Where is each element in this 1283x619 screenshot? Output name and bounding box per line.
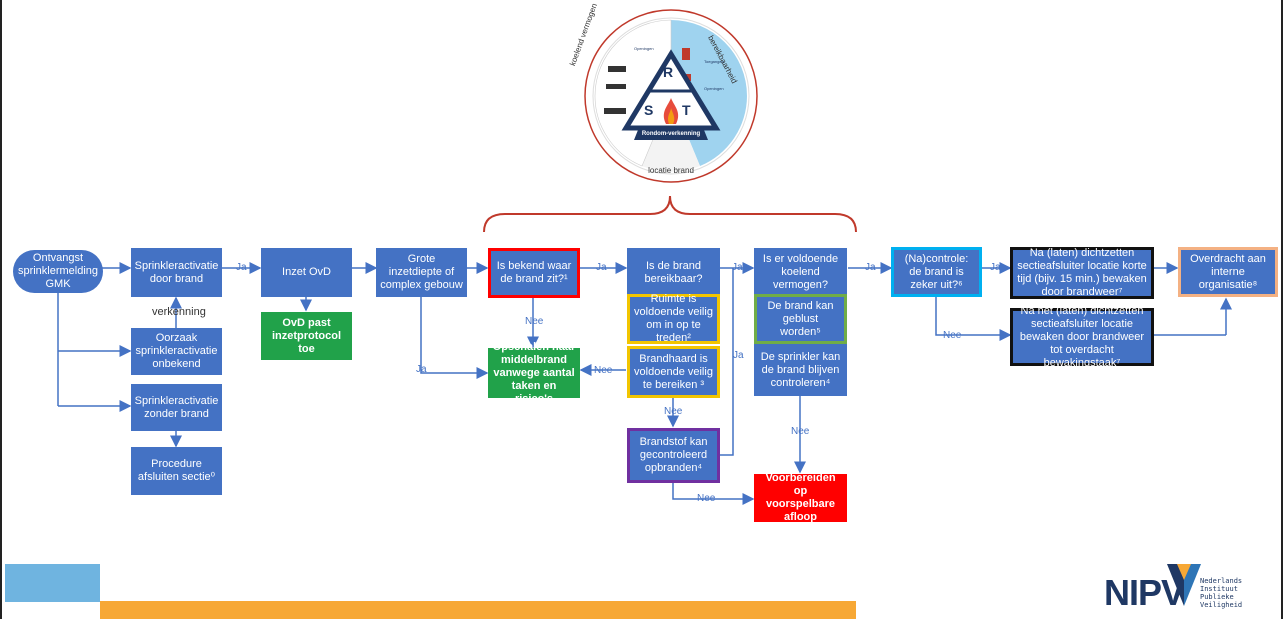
node-zonder-brand: Sprinkleractivatie zonder brand [131,384,222,431]
node-start: Ontvangst sprinklermelding GMK [13,250,103,293]
rst-banner: Rondom-verkenning [641,131,701,137]
logo-sub-2: Instituut [1200,585,1238,593]
node-brandstof: Brandstof kan gecontroleerd opbranden⁴ [627,428,720,483]
label-nee-5: Nee [791,426,810,437]
node-bekend-waar: Is bekend waar de brand zit?¹ [488,248,580,298]
rst-circle-illustration [584,9,758,183]
rst-panel-openingen-right: Openingen [704,86,724,91]
label-verkenning: verkenning [152,306,206,318]
node-ruimte-veilig: Ruimte is voldoende veilig om in op te t… [627,293,720,344]
label-nee-4: Nee [697,493,716,504]
label-ja-7: Ja [733,350,744,361]
frame-right-border [1281,0,1283,619]
label-ja-1: Ja [236,262,247,273]
node-korte-tijd: Na (laten) dichtzetten sectieafsluiter l… [1010,247,1154,299]
footer-blue-bar [5,564,100,602]
rst-ring-bottom: locatie brand [648,166,694,175]
label-ja-2: Ja [596,262,607,273]
label-nee-3: Nee [664,406,683,417]
label-ja-4: Ja [865,262,876,273]
node-nacontrole: (Na)controle: de brand is zeker uit?⁶ [891,247,982,297]
rst-letter-s: S [644,102,654,118]
node-opschalen: Opschalen naar middelbrand vanwege aanta… [488,341,580,405]
node-grote-inzet: Grote inzetdiepte of complex gebouw [376,248,467,297]
label-nee-6: Nee [943,330,962,341]
logo-sub-4: Veiligheid [1200,601,1243,609]
node-sprinkler-controle: De sprinkler kan de brand blijven contro… [754,344,847,396]
logo-v-mark [1167,564,1201,606]
node-geblust: De brand kan geblust worden⁵ [754,294,847,344]
node-brand-bereikbaar: Is de brand bereikbaar? [627,248,720,297]
label-nee-2: Nee [594,365,613,376]
node-overdracht-bewaking: Na het (laten) dichtzetten sectieafsluit… [1010,305,1154,369]
label-ja-6: Ja [416,364,427,375]
node-ovd-protocol: OvD past inzetprotocol toe [261,312,352,360]
node-koelend: Is er voldoende koelend vermogen? [754,248,847,297]
node-procedure: Procedure afsluiten sectie⁰ [131,447,222,495]
label-nee-1: Nee [525,316,544,327]
logo-sub-1: Nederlands [1200,577,1243,585]
footer-orange-bar [100,601,856,619]
node-overdracht-intern: Overdracht aan interne organisatie⁸ [1178,247,1278,297]
rst-panel-toegangen: Toegangen [704,59,724,64]
rst-panel-openingen-left: Openingen [634,46,654,51]
rst-letter-r: R [663,64,674,80]
node-voorbereiden: Voorbereiden op voorspelbare afloop [754,472,847,523]
label-ja-5: Ja [990,262,1001,273]
frame-left-border [0,0,2,619]
logo-sub-3: Publieke [1200,593,1234,601]
node-inzet-ovd: Inzet OvD [261,248,352,297]
rst-letter-t: T [682,102,691,118]
logo-wordmark: NIPV [1104,572,1185,613]
node-activatie-brand: Sprinkleractivatie door brand [131,248,222,297]
node-oorzaak: Oorzaak sprinkleractivatie onbekend [131,328,222,375]
label-ja-3: Ja [732,262,743,273]
node-brandhaard-veilig: Brandhaard is voldoende veilig te bereik… [627,346,720,398]
